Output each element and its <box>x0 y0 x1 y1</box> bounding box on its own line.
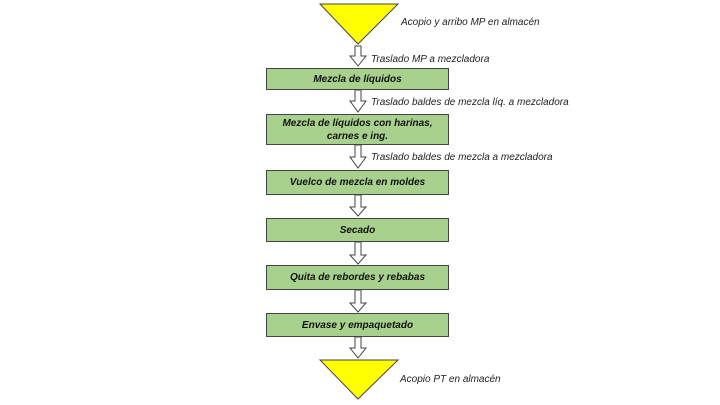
arrow-down-icon <box>349 89 367 113</box>
arrow-down-icon <box>349 144 367 169</box>
transfer-label: Traslado baldes de mezcla líq. a mezclad… <box>371 97 569 108</box>
transfer-label: Traslado MP a mezcladora <box>371 54 490 65</box>
process-step: Mezcla de líquidos <box>266 68 449 90</box>
process-step: Secado <box>266 218 449 242</box>
start-triangle <box>318 3 400 45</box>
process-step: Mezcla de líquidos con harinas, carnes e… <box>266 114 449 145</box>
transfer-label: Traslado baldes de mezcla a mezcladora <box>371 152 553 163</box>
arrow-down-icon <box>348 241 368 265</box>
process-step: Quita de rebordes y rebabas <box>266 265 449 290</box>
process-step: Envase y empaquetado <box>266 313 449 337</box>
start-label: Acopio y arribo MP en almacén <box>401 17 540 28</box>
arrow-down-icon <box>348 45 368 67</box>
end-triangle <box>318 359 400 400</box>
arrow-down-icon <box>348 336 368 359</box>
arrow-down-icon <box>348 194 368 217</box>
end-label: Acopio PT en almacén <box>400 374 501 385</box>
arrow-down-icon <box>348 289 368 313</box>
process-step: Vuelco de mezcla en moldes <box>266 170 449 195</box>
